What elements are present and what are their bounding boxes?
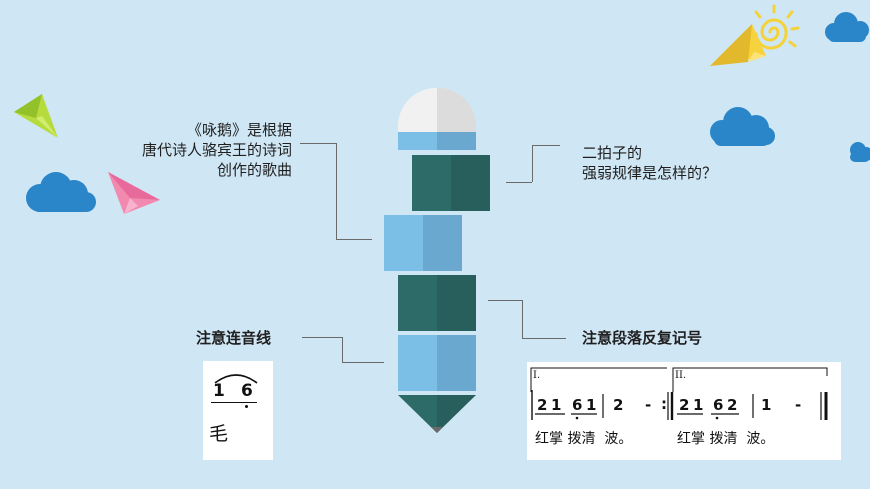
tie-note-heading: 注意连音线 [196, 329, 272, 347]
cloud-icon [850, 142, 870, 162]
note-dot [245, 405, 248, 408]
connector-line [302, 337, 342, 338]
score-note: 2 [537, 396, 548, 414]
connector-line [336, 239, 372, 240]
score-dash: - [645, 396, 652, 414]
pencil-segment [384, 215, 462, 271]
repeat-example-card: I. II. 2 1 6 1 2 - : 2 1 6 2 1 - 红掌 拨清 波… [527, 362, 841, 460]
pencil-band [398, 132, 476, 150]
paper-plane-icon [710, 24, 766, 66]
connector-line [532, 145, 560, 146]
paper-plane-icon [108, 172, 160, 214]
score-note: 1 [761, 396, 772, 414]
connector-line [336, 143, 337, 239]
connector-line [488, 300, 522, 301]
score-note: 2 [613, 396, 624, 414]
lyric: 毛 [209, 423, 229, 445]
note-2: 6 [241, 381, 253, 401]
score-note: 2 [727, 396, 738, 414]
song-origin-line1: 《咏鹅》是根据 [186, 121, 292, 139]
repeat-sign: : [661, 395, 667, 413]
pencil-segment [412, 155, 490, 211]
song-origin-text: 《咏鹅》是根据 唐代诗人骆宾王的诗词 创作的歌曲 [142, 120, 292, 180]
score-note: 1 [586, 396, 597, 414]
song-origin-line3: 创作的歌曲 [216, 161, 292, 179]
connector-line [532, 145, 533, 182]
cloud-icon [26, 172, 96, 212]
repeat-score [530, 367, 828, 420]
ending-2-label: II. [675, 370, 687, 381]
lyrics-line-2: 红掌 拨清 波。 [677, 431, 775, 447]
connector-line [506, 182, 532, 183]
connector-line [342, 362, 384, 363]
score-note: 2 [679, 396, 690, 414]
paper-plane-icon [14, 94, 58, 138]
score-dash: - [795, 396, 802, 414]
meter-question-text: 二拍子的 强弱规律是怎样的？ [582, 143, 717, 183]
song-origin-line2: 唐代诗人骆宾王的诗词 [141, 141, 292, 159]
ending-1-label: I. [533, 370, 541, 381]
cloud-icon [710, 107, 775, 146]
meter-question-line1: 二拍子的 [582, 144, 643, 162]
score-note: 1 [693, 396, 704, 414]
note-1: 1 [213, 381, 225, 401]
sun-icon [754, 4, 800, 50]
tie-arc [214, 374, 258, 384]
pencil-tip [398, 395, 476, 433]
lyrics-line-1: 红掌 拨清 波。 [535, 431, 633, 447]
connector-line [522, 300, 523, 338]
pencil-segment [398, 335, 476, 391]
connector-line [300, 143, 336, 144]
pencil-segment [398, 275, 476, 331]
score-note: 6 [713, 396, 724, 414]
meter-question-line2: 强弱规律是怎样的？ [582, 164, 718, 182]
cloud-icon [825, 12, 869, 42]
connector-line [522, 338, 566, 339]
tie-example-card: 1 6 毛 [203, 361, 273, 460]
score-note: 6 [572, 396, 583, 414]
score-note: 1 [551, 396, 562, 414]
underline [211, 402, 257, 403]
connector-line [342, 337, 343, 362]
repeat-sign-heading: 注意段落反复记号 [582, 329, 703, 347]
pencil-cap [398, 88, 476, 132]
